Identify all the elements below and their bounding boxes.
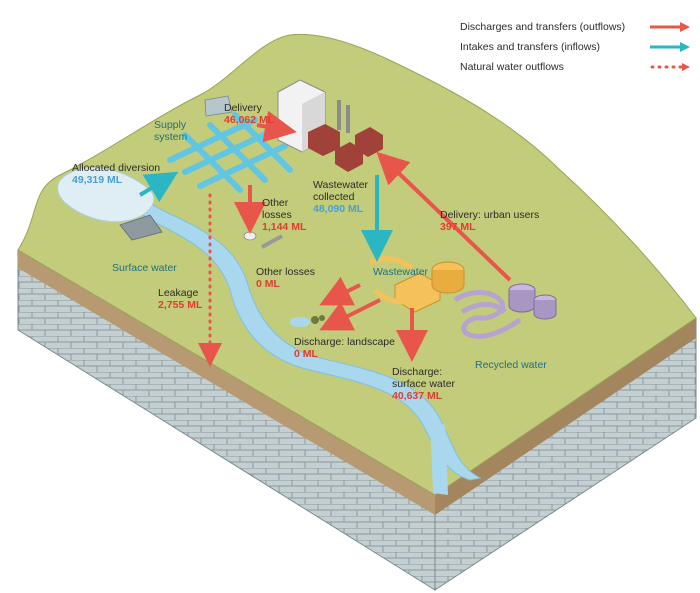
- losses-pipe: [261, 234, 283, 249]
- tree: [319, 315, 325, 321]
- outflow-arrows: [234, 110, 512, 362]
- other-losses-2-label: Other losses 0 ML: [256, 266, 315, 290]
- leakage-value: 2,755 ML: [158, 299, 203, 311]
- delivery-urban-label: Delivery: urban users 397 ML: [440, 209, 540, 233]
- legend-inflows-label: Intakes and transfers (inflows): [460, 41, 601, 53]
- teal-arrow-icon: [650, 42, 690, 52]
- red-arrow-icon: [650, 22, 690, 32]
- allocated-diversion-label: Allocated diversion 49,319 ML: [72, 162, 161, 186]
- wastewater-label: Wastewater: [373, 266, 429, 278]
- soil-band-left: [18, 250, 435, 515]
- wastewater-collected-label: Wastewater collected 48,090 ML: [313, 179, 369, 215]
- wastewater-collected-value: 48,090 ML: [313, 203, 364, 215]
- arrow-discharge-landscape: [319, 298, 381, 331]
- discharge-surface-label: Discharge: surface water 40,637 ML: [392, 366, 456, 402]
- supply-system-label: Supply system: [154, 119, 188, 143]
- discharge-landscape-value: 0 ML: [294, 348, 318, 360]
- arrow-delivery-urban: [376, 151, 512, 282]
- soil-band-right: [435, 318, 696, 515]
- legend-outflows: Discharges and transfers (outflows): [460, 18, 695, 38]
- other-losses-1-label: Other losses 1,144 ML: [262, 197, 307, 233]
- recycled-water-label: Recycled water: [475, 359, 547, 371]
- delivery-label: Delivery 46,062 ML: [224, 102, 275, 126]
- supply-grid: [167, 112, 293, 193]
- losses-tank: [243, 231, 257, 241]
- surface-water-label: Surface water: [112, 262, 177, 274]
- other-losses-1-value: 1,144 ML: [262, 221, 307, 233]
- tree: [311, 316, 319, 324]
- weir: [119, 214, 163, 241]
- wastewater-plant: [369, 256, 465, 313]
- discharge-surface-value: 40,637 ML: [392, 390, 443, 402]
- supply-tank: [204, 95, 233, 117]
- arrow-other-losses-2: [319, 276, 361, 306]
- legend-outflows-label: Discharges and transfers (outflows): [460, 21, 626, 33]
- legend-natural-label: Natural water outflows: [460, 61, 564, 73]
- recycled-water-plant: [453, 283, 557, 339]
- river-front: [430, 420, 448, 495]
- legend: Discharges and transfers (outflows) Inta…: [460, 18, 695, 78]
- delivery-value: 46,062 ML: [224, 114, 275, 126]
- allocated-diversion-value: 49,319 ML: [72, 174, 123, 186]
- dotted-arrow-icon: [650, 63, 690, 71]
- delivery-urban-value: 397 ML: [440, 221, 476, 233]
- legend-inflows: Intakes and transfers (inflows): [460, 38, 695, 58]
- leakage-label: Leakage 2,755 ML: [158, 287, 203, 311]
- arrow-allocated-diversion: [138, 171, 179, 203]
- pond: [290, 317, 310, 327]
- lake: [57, 167, 155, 223]
- arrow-delivery: [256, 110, 297, 143]
- other-losses-2-value: 0 ML: [256, 278, 280, 290]
- inflow-arrows: [138, 171, 393, 262]
- legend-natural: Natural water outflows: [460, 58, 695, 78]
- discharge-landscape-label: Discharge: landscape 0 ML: [294, 336, 395, 360]
